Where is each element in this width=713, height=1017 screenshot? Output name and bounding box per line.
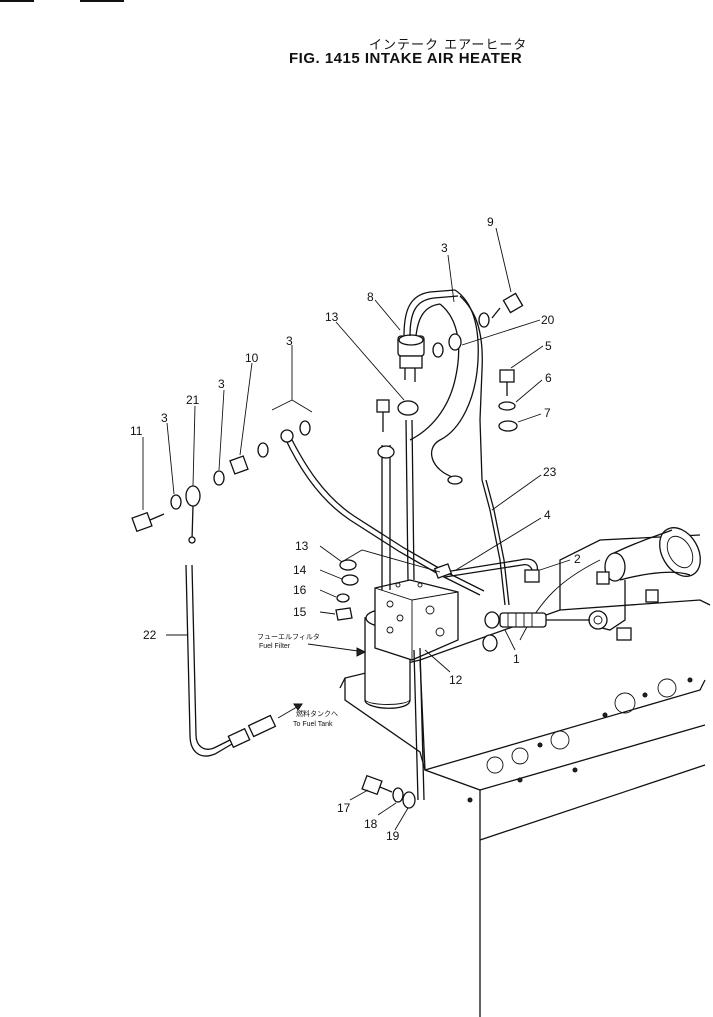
callout-7: 7	[544, 406, 551, 420]
callout-14: 14	[293, 563, 307, 577]
bolt-9	[491, 292, 524, 319]
callout-18: 18	[364, 817, 378, 831]
callout-5: 5	[545, 339, 552, 353]
callout-16: 16	[293, 583, 307, 597]
grommet	[482, 634, 498, 652]
callout-11: 11	[130, 424, 143, 438]
callout-12: 12	[449, 673, 463, 687]
annotation-notes: フューエルフィルタ Fuel Filter 燃料タンクへ To Fuel Tan…	[257, 632, 338, 728]
bottom-bolt	[361, 774, 416, 809]
callout-20: 20	[541, 313, 555, 327]
figure-title: FIG. 1415 INTAKE AIR HEATER	[289, 50, 523, 67]
callout-3-top: 3	[441, 241, 448, 255]
terminal-20	[432, 333, 462, 358]
fuel-tank-note: To Fuel Tank	[293, 721, 333, 728]
callout-13-top: 13	[325, 310, 339, 324]
callout-9: 9	[487, 215, 494, 229]
figure-title-japanese: インテーク エアーヒータ	[369, 38, 528, 53]
callout-23: 23	[543, 465, 557, 479]
callout-3-left: 3	[218, 377, 225, 391]
fuel-filter-note: Fuel Filter	[259, 643, 291, 650]
callout-1: 1	[513, 652, 520, 666]
heater-cable-23	[481, 479, 510, 606]
callout-6: 6	[545, 371, 552, 385]
heater-relay-8	[397, 289, 459, 382]
callout-numbers: 9 3 8 20 13 5 6 7 3 10 21 3 11 3 23 4 2 …	[130, 215, 581, 843]
callout-8: 8	[367, 290, 374, 304]
intake-heater-1	[484, 611, 590, 629]
top-mark	[80, 0, 124, 2]
callout-3-far-left: 3	[161, 411, 168, 425]
left-fittings	[131, 420, 311, 544]
upper-bolt	[376, 399, 390, 432]
callout-10: 10	[245, 351, 259, 365]
callout-22: 22	[143, 628, 157, 642]
cap-13-upper	[397, 400, 419, 416]
bolt-5	[499, 369, 515, 396]
wiring-harness-3	[409, 289, 483, 481]
callout-4: 4	[544, 508, 551, 522]
callout-3-mid: 3	[286, 334, 293, 348]
filter-bracket-12	[374, 579, 459, 661]
fuel-pipe-22	[185, 564, 277, 757]
callout-15: 15	[293, 605, 307, 619]
small-parts-left	[335, 559, 359, 621]
callout-2: 2	[574, 552, 581, 566]
intake-elbow	[588, 527, 701, 641]
ring-terminal	[447, 475, 463, 485]
fuel-pipe-4	[280, 429, 540, 596]
leader-lines	[142, 227, 571, 831]
fuel-tank-note-jp: 燃料タンクへ	[296, 709, 338, 718]
callout-17: 17	[337, 801, 351, 815]
flow-arrows	[277, 643, 367, 719]
top-left-mark	[0, 0, 34, 2]
callout-21: 21	[186, 393, 200, 407]
washer-7	[498, 420, 518, 432]
washer-3-top	[478, 312, 490, 328]
fuel-filter-note-jp: フューエルフィルタ	[257, 632, 320, 641]
washer-6	[498, 401, 516, 411]
callout-19: 19	[386, 829, 400, 843]
callout-13-lower: 13	[295, 539, 309, 553]
